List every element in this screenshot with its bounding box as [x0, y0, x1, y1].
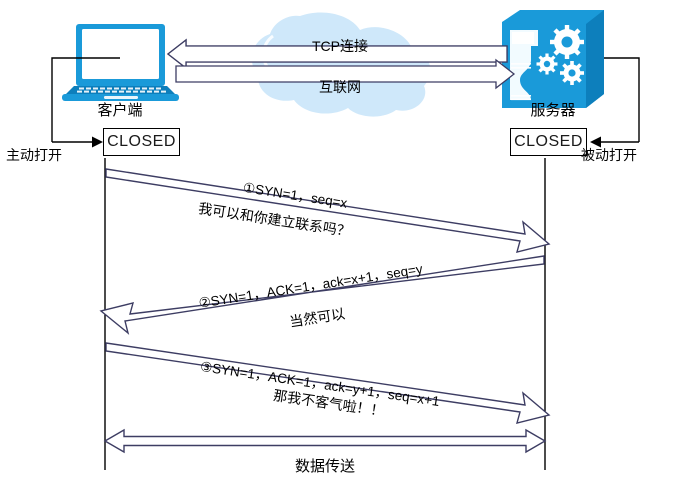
client-open-connector: [51, 57, 120, 148]
server-passive-open-label: 被动打开: [581, 147, 637, 163]
cloud-top-label: TCP连接: [312, 38, 368, 54]
cloud-arrow-right: [175, 58, 516, 90]
data-transfer-label: 数据传送: [294, 458, 355, 475]
server-tower-icon: [502, 10, 604, 108]
laptop-icon: [62, 24, 179, 101]
message-arrow-3: [105, 342, 551, 424]
bidirectional-arrow: [103, 428, 547, 454]
message-arrow-2: [99, 255, 545, 335]
server-open-connector: [590, 57, 640, 148]
client-state-closed[interactable]: CLOSED: [103, 128, 180, 156]
message-arrow-1: [105, 168, 551, 253]
cloud-bottom-label: 互联网: [319, 79, 361, 95]
server-state-closed[interactable]: CLOSED: [510, 128, 587, 156]
server-caption: 服务器: [530, 102, 576, 119]
cloud-icon: [251, 12, 431, 117]
client-caption: 客户端: [97, 102, 143, 119]
cloud-arrow-left: [166, 38, 508, 70]
client-active-open-label: 主动打开: [6, 147, 62, 163]
